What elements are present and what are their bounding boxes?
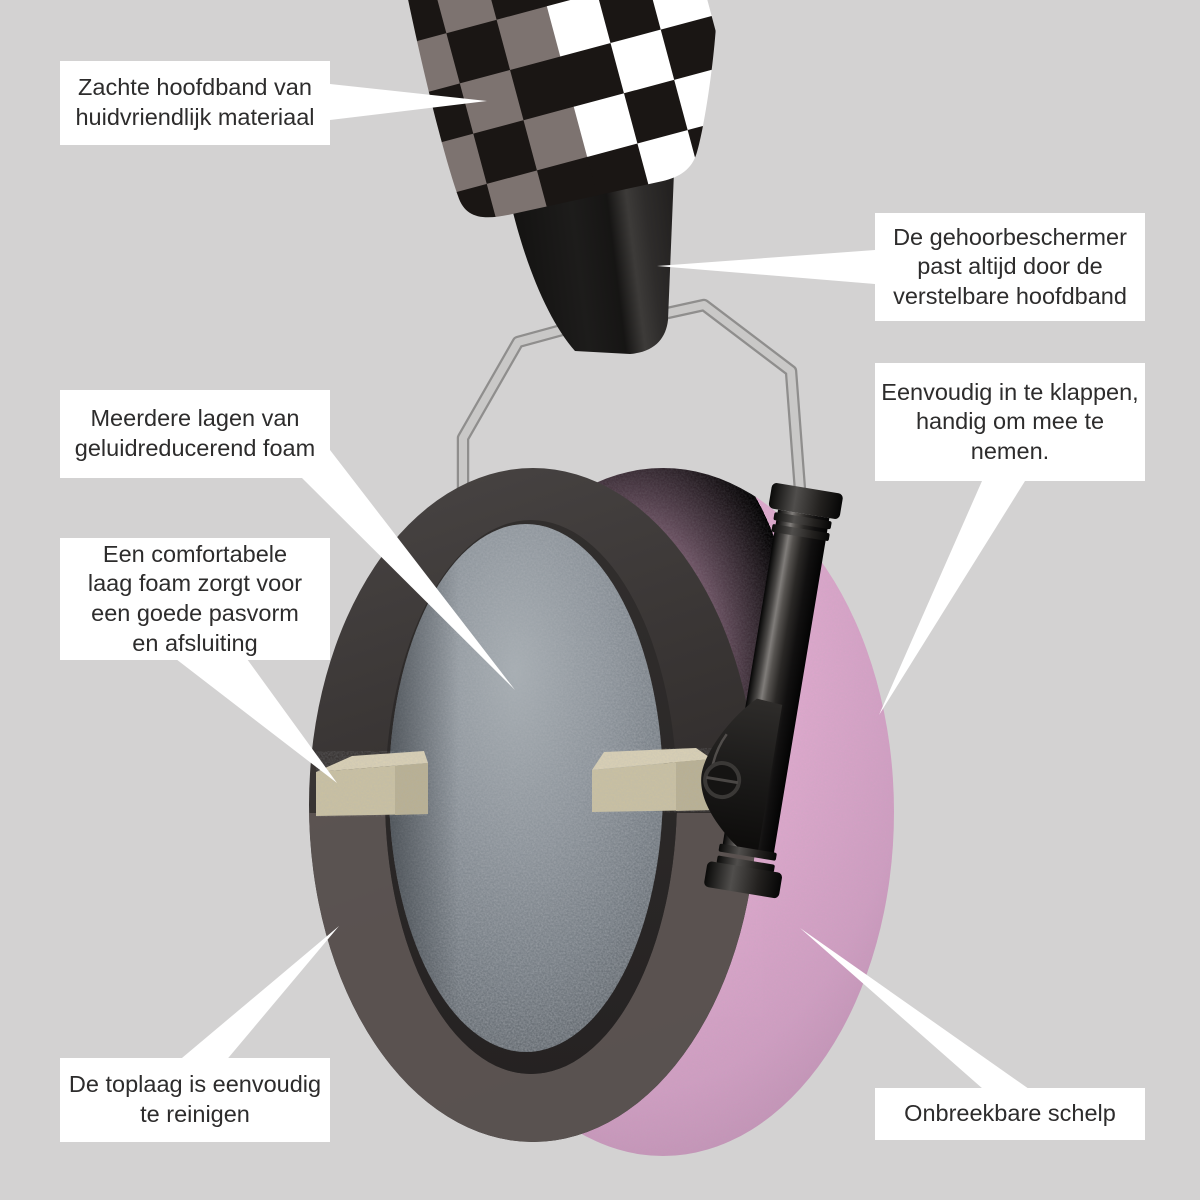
callout-text: geluidreducerend foam (74, 435, 316, 461)
pointer-toplayer (176, 926, 339, 1063)
callout-text: Een comfortabele (102, 540, 288, 567)
comfort-foam-block-left (316, 751, 428, 817)
rod-top-cap (768, 483, 843, 519)
callout-text: De gehoorbeschermer (893, 223, 1127, 250)
wire-right (656, 298, 807, 497)
hinge-rod (701, 483, 843, 899)
callout-layers: Meerdere lagen van geluidreducerend foam (60, 390, 330, 478)
callout-toplayer: De toplaag is eenvoudig te reinigen (60, 1058, 330, 1142)
callout-headband: Zachte hoofdband van huidvriendlijk mate… (60, 61, 330, 145)
callout-text: handig om mee te (915, 408, 1105, 435)
pointer-layers (302, 450, 515, 690)
callout-text: en afsluiting (132, 629, 258, 656)
pointer-comfort (176, 659, 337, 783)
callout-text: nemen. (970, 437, 1050, 464)
callout-shell: Onbreekbare schelp (875, 1088, 1145, 1140)
callout-pointers (176, 84, 1029, 1089)
pointer-foldable (879, 481, 1025, 715)
callout-text: Eenvoudig in te klappen, (881, 378, 1139, 405)
callout-text: Zachte hoofdband van (78, 74, 312, 101)
callout-text: Meerdere lagen van (90, 405, 300, 432)
callout-text: past altijd door de (917, 253, 1103, 280)
callout-text: Onbreekbare schelp (904, 1100, 1116, 1127)
pointer-shell (800, 928, 1029, 1089)
rod-bottom-cap (704, 861, 782, 899)
callout-foldable: Eenvoudig in te klappen, handig om mee t… (875, 363, 1145, 481)
pointer-headband (330, 84, 487, 120)
headband-strap (510, 172, 674, 354)
callout-text: laag foam zorgt voor (87, 570, 303, 597)
callout-text: een goede pasvorm (91, 600, 299, 626)
comfort-foam-block-right (592, 748, 712, 813)
wire-fork (456, 298, 807, 502)
callout-comfort: Een comfortabele laag foam zorgt voor ee… (60, 538, 330, 660)
callout-text: De toplaag is eenvoudig (68, 1071, 322, 1098)
pointer-adjustable (657, 250, 875, 284)
callout-text: te reinigen (140, 1101, 250, 1127)
callout-text: huidvriendlijk materiaal (75, 104, 315, 130)
callout-text: verstelbare hoofdband (893, 282, 1127, 309)
callout-adjustable: De gehoorbeschermer past altijd door de … (875, 213, 1145, 321)
hinge-bracket (701, 698, 783, 856)
